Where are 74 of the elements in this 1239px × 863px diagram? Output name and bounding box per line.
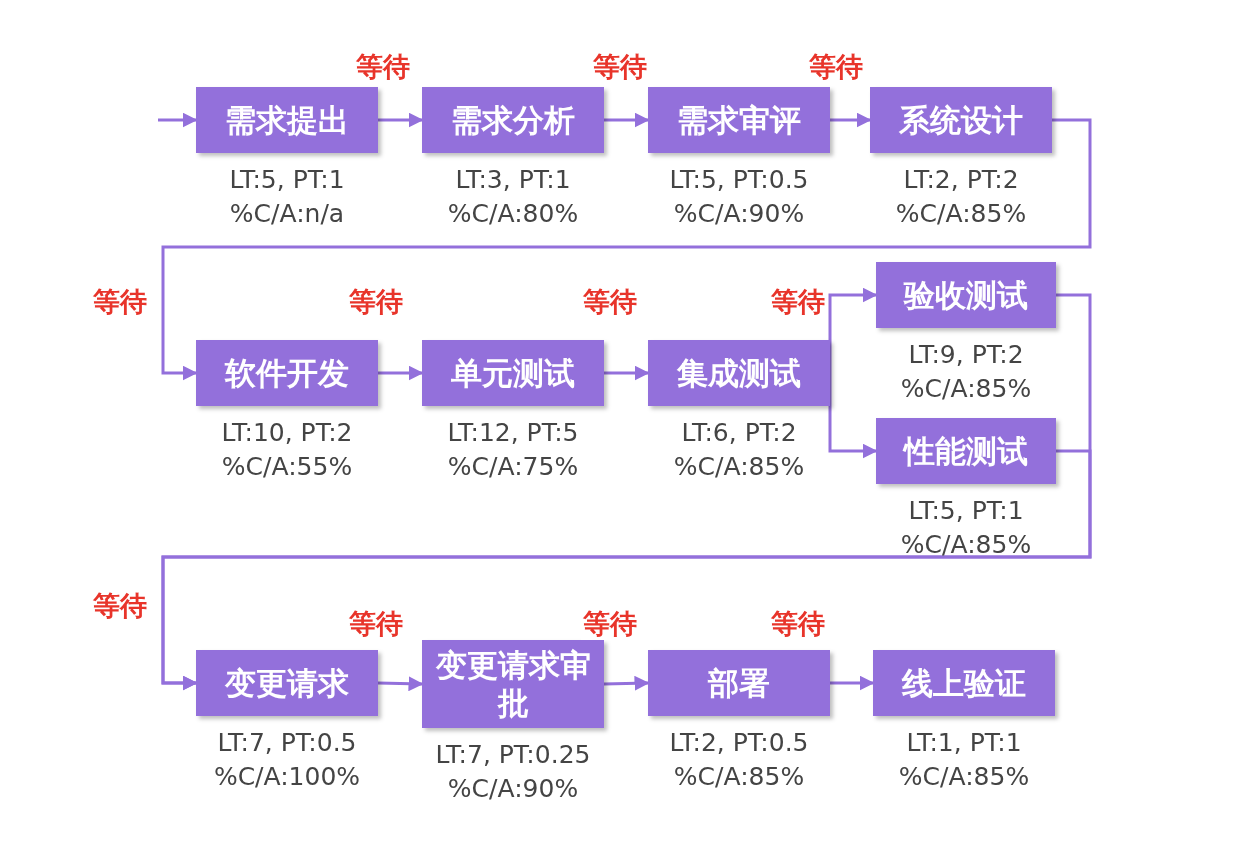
- metrics-label: LT:2, PT:0.5: [669, 727, 809, 759]
- metrics-label: %C/A:90%: [447, 773, 579, 805]
- step-name: 系统设计: [898, 101, 1024, 139]
- step-name: 变更请求审批: [434, 646, 592, 722]
- arrow: [161, 449, 1092, 691]
- step-name: 变更请求: [224, 664, 350, 702]
- arrow: [604, 365, 650, 381]
- metrics-label: %C/A:85%: [900, 529, 1032, 561]
- metrics-label: %C/A:100%: [213, 761, 361, 793]
- metrics-label: %C/A:75%: [447, 451, 579, 483]
- step-name: 集成测试: [676, 354, 802, 392]
- metrics-label: %C/A:80%: [447, 198, 579, 230]
- edge-label: 等待: [581, 608, 639, 640]
- edge-label: 等待: [769, 608, 827, 640]
- step-name: 单元测试: [450, 354, 576, 392]
- metrics-label: %C/A:85%: [898, 761, 1030, 793]
- step-name: 需求分析: [450, 101, 576, 139]
- edge-label: 等待: [769, 286, 827, 318]
- metrics-label: LT:5, PT:1: [229, 164, 345, 196]
- metrics-label: %C/A:55%: [221, 451, 353, 483]
- arrow: [604, 112, 650, 128]
- metrics-label: LT:10, PT:2: [221, 417, 353, 449]
- process-box: [648, 650, 830, 716]
- process-box: [870, 87, 1052, 153]
- process-box: [873, 650, 1055, 716]
- step-name: 需求提出: [224, 101, 350, 139]
- arrow: [378, 112, 424, 128]
- arrow: [161, 118, 1092, 381]
- metrics-label: %C/A:85%: [673, 761, 805, 793]
- arrow: [378, 365, 424, 381]
- process-box: [648, 87, 830, 153]
- edge-label: 等待: [354, 51, 412, 83]
- metrics-label: LT:7, PT:0.25: [435, 739, 591, 771]
- metrics-label: %C/A:85%: [900, 373, 1032, 405]
- metrics-label: %C/A:85%: [895, 198, 1027, 230]
- edge-label: 等待: [347, 286, 405, 318]
- metrics-label: LT:12, PT:5: [447, 417, 579, 449]
- edge-label: 等待: [807, 51, 865, 83]
- arrow: [158, 112, 198, 128]
- edge-label: 等待: [91, 590, 149, 622]
- edge-label: 等待: [91, 286, 149, 318]
- metrics-label: LT:9, PT:2: [908, 339, 1024, 371]
- arrow: [830, 112, 872, 128]
- process-box: [422, 340, 604, 406]
- arrow: [830, 675, 875, 691]
- step-name: 性能测试: [901, 432, 1029, 470]
- step-name: 软件开发: [223, 354, 350, 392]
- process-box: [876, 418, 1056, 484]
- process-box: [196, 87, 378, 153]
- step-name: 线上验证: [901, 664, 1027, 702]
- metrics-label: LT:6, PT:2: [681, 417, 797, 449]
- edge-label: 等待: [347, 608, 405, 640]
- process-box: [876, 262, 1056, 328]
- metrics-label: LT:7, PT:0.5: [217, 727, 357, 759]
- edge-label: 等待: [581, 286, 639, 318]
- metrics-label: LT:5, PT:1: [908, 495, 1024, 527]
- metrics-label: LT:3, PT:1: [455, 164, 571, 196]
- step-name: 部署: [706, 664, 771, 702]
- metrics-label: %C/A:90%: [673, 198, 805, 230]
- process-box: [196, 650, 378, 716]
- process-box: [422, 640, 604, 728]
- process-box: [196, 340, 378, 406]
- metrics-label: %C/A:n/a: [229, 198, 345, 230]
- metrics-label: LT:2, PT:2: [903, 164, 1019, 196]
- metrics-label: %C/A:85%: [673, 451, 805, 483]
- step-name: 需求审评: [676, 101, 802, 139]
- edge-label: 等待: [591, 51, 649, 83]
- metrics-label: LT:1, PT:1: [906, 727, 1022, 759]
- step-name: 验收测试: [902, 276, 1029, 314]
- arrow: [603, 675, 650, 691]
- process-box: [648, 340, 830, 406]
- metrics-label: LT:5, PT:0.5: [669, 164, 809, 196]
- arrow: [377, 676, 424, 692]
- process-box: [422, 87, 604, 153]
